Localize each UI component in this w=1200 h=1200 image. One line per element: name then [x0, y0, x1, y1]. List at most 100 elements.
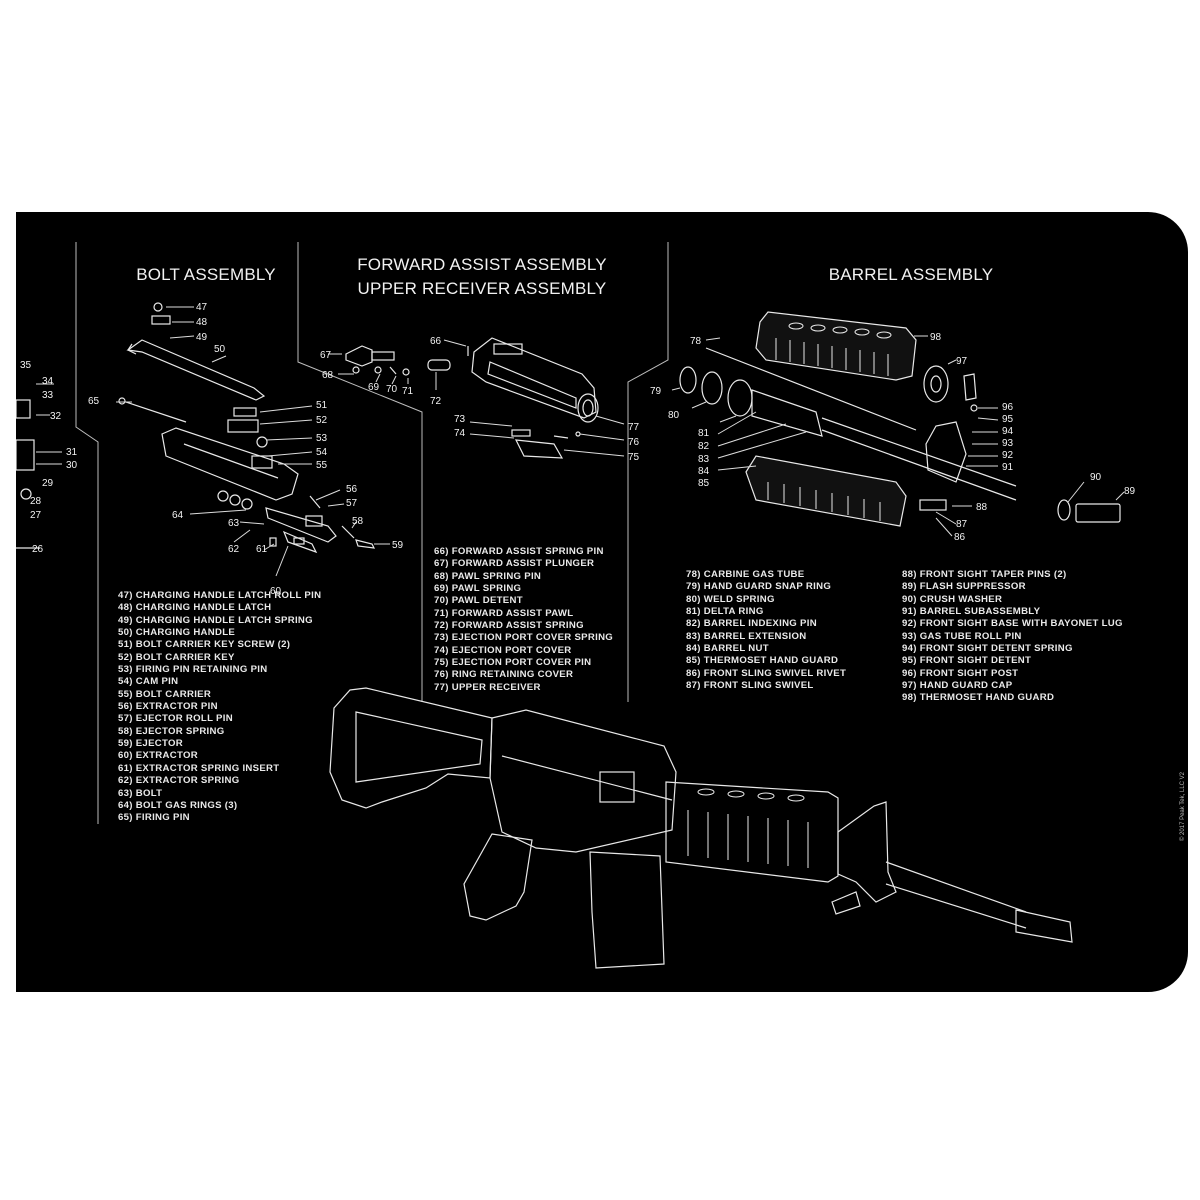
callout-26: 26	[32, 544, 44, 555]
list-item: 89) FLASH SUPPRESSOR	[902, 581, 1026, 593]
callout-95: 95	[1002, 414, 1014, 425]
list-item: 52) BOLT CARRIER KEY	[118, 651, 235, 663]
callout-59: 59	[392, 540, 404, 551]
list-item: 94) FRONT SIGHT DETENT SPRING	[902, 643, 1073, 655]
list-item: 66) FORWARD ASSIST SPRING PIN	[434, 546, 604, 557]
list-item: 87) FRONT SLING SWIVEL	[686, 680, 814, 692]
callout-79: 79	[650, 386, 662, 397]
list-item: 84) BARREL NUT	[686, 643, 769, 655]
callout-53: 53	[316, 433, 328, 444]
callout-29: 29	[42, 478, 54, 489]
callout-57: 57	[346, 498, 358, 509]
list-item: 62) EXTRACTOR SPRING	[118, 775, 240, 787]
divider-right	[627, 242, 669, 702]
list-item: 77) UPPER RECEIVER	[434, 681, 541, 693]
list-item: 68) PAWL SPRING PIN	[434, 570, 542, 582]
callout-54: 54	[316, 447, 328, 458]
list-item: 93) GAS TUBE ROLL PIN	[902, 630, 1022, 642]
copyright-notice: © 2017 Peak Tek, LLC V2	[1180, 772, 1186, 842]
list-item: 83) BARREL EXTENSION	[686, 630, 807, 642]
list-item: 54) CAM PIN	[118, 676, 179, 688]
list-item: 98) THERMOSET HAND GUARD	[902, 692, 1055, 704]
callout-65: 65	[88, 396, 100, 407]
callout-78: 78	[690, 336, 702, 347]
list-item: 80) WELD SPRING	[686, 593, 775, 605]
callout-89: 89	[1124, 486, 1136, 497]
callout-35: 35	[20, 360, 32, 371]
callout-56: 56	[346, 484, 358, 495]
list-item: 97) HAND GUARD CAP	[902, 680, 1013, 692]
left-edge-parts	[16, 383, 62, 549]
list-item: 91) BARREL SUBASSEMBLY	[902, 606, 1041, 618]
callout-47: 47	[196, 302, 208, 313]
callout-28: 28	[30, 496, 42, 507]
callout-68: 68	[322, 370, 334, 381]
callout-84: 84	[698, 466, 710, 477]
rifle-drawing	[329, 687, 1073, 969]
bolt-assembly-drawing	[116, 302, 390, 577]
callout-86: 86	[954, 532, 966, 543]
callout-69: 69	[368, 382, 380, 393]
callout-81: 81	[698, 428, 710, 439]
callout-75: 75	[628, 452, 640, 463]
list-item: 86) FRONT SLING SWIVEL RIVET	[686, 667, 847, 679]
callout-76: 76	[628, 437, 640, 448]
list-item: 92) FRONT SIGHT BASE WITH BAYONET LUG	[902, 618, 1123, 630]
list-item: 71) FORWARD ASSIST PAWL	[434, 607, 574, 619]
list-item: 81) DELTA RING	[686, 606, 764, 618]
list-item: 47) CHARGING HANDLE LATCH ROLL PIN	[118, 590, 322, 601]
barrel-parts-list-2: 88) FRONT SIGHT TAPER PINS (2) 89) FLASH…	[902, 569, 1123, 705]
callout-55: 55	[316, 460, 328, 471]
callout-72: 72	[430, 396, 442, 407]
list-item: 58) EJECTOR SPRING	[118, 725, 225, 737]
callout-48: 48	[196, 317, 208, 328]
list-item: 65) FIRING PIN	[118, 812, 190, 824]
callout-70: 70	[386, 384, 398, 395]
barrel-assembly-drawing	[671, 311, 1125, 537]
list-item: 60) EXTRACTOR	[118, 750, 198, 762]
list-item: 96) FRONT SIGHT POST	[902, 667, 1019, 679]
barrel-assembly-title: BARREL ASSEMBLY	[828, 265, 994, 284]
forward-assist-title: FORWARD ASSIST ASSEMBLY	[357, 255, 607, 274]
list-item: 79) HAND GUARD SNAP RING	[686, 581, 832, 593]
bolt-parts-list: 47) CHARGING HANDLE LATCH ROLL PIN 48) C…	[118, 590, 321, 825]
callout-73: 73	[454, 414, 466, 425]
list-item: 72) FORWARD ASSIST SPRING	[434, 620, 584, 632]
callout-74: 74	[454, 428, 466, 439]
callout-94: 94	[1002, 426, 1014, 437]
callout-34: 34	[42, 376, 54, 387]
callout-91: 91	[1002, 462, 1014, 473]
callout-63: 63	[228, 518, 240, 529]
callout-27: 27	[30, 510, 42, 521]
callout-96: 96	[1002, 402, 1014, 413]
list-item: 61) EXTRACTOR SPRING INSERT	[118, 762, 280, 774]
callout-87: 87	[956, 519, 968, 530]
upper-receiver-drawing	[328, 337, 625, 459]
callouts-forward: 66 67 68 69 70 71 72 73 74 75 76 77	[320, 336, 640, 463]
callout-58: 58	[352, 516, 364, 527]
list-item: 55) BOLT CARRIER	[118, 688, 212, 700]
callout-88: 88	[976, 502, 988, 513]
callout-32: 32	[50, 411, 62, 422]
callout-51: 51	[316, 400, 328, 411]
callout-67: 67	[320, 350, 332, 361]
callout-92: 92	[1002, 450, 1014, 461]
list-item: 50) CHARGING HANDLE	[118, 627, 236, 639]
list-item: 70) PAWL DETENT	[434, 595, 523, 607]
callout-98: 98	[930, 332, 942, 343]
list-item: 63) BOLT	[118, 787, 163, 799]
list-item: 56) EXTRACTOR PIN	[118, 701, 218, 713]
list-item: 48) CHARGING HANDLE LATCH	[118, 602, 272, 614]
callouts-left: 34 33 32 31 30 29 28 27 26 35	[20, 360, 78, 555]
gun-cleaning-mat: 34 33 32 31 30 29 28 27 26 35 47 48 49 5…	[16, 212, 1188, 992]
list-item: 64) BOLT GAS RINGS (3)	[118, 799, 238, 811]
callout-85: 85	[698, 478, 710, 489]
list-item: 88) FRONT SIGHT TAPER PINS (2)	[902, 569, 1067, 580]
list-item: 85) THERMOSET HAND GUARD	[686, 655, 839, 667]
callouts-barrel: 78 79 80 81 82 83 84 85 86 87 88 89 90 9…	[650, 332, 1136, 543]
divider-middle	[297, 242, 423, 702]
callout-50: 50	[214, 344, 226, 355]
callout-82: 82	[698, 441, 710, 452]
list-item: 95) FRONT SIGHT DETENT	[902, 655, 1032, 667]
list-item: 73) EJECTION PORT COVER SPRING	[434, 632, 614, 644]
